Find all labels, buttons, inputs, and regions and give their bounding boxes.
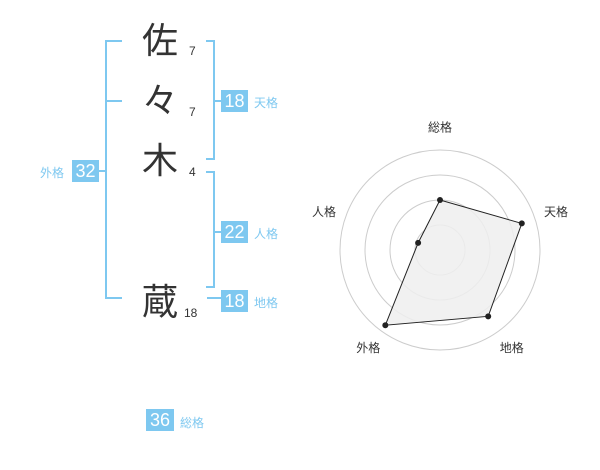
radar-grid-ring xyxy=(339,149,541,351)
radar-point-4 xyxy=(382,322,389,329)
radar-grid-ring xyxy=(364,174,516,326)
gaikaku-value: 32 xyxy=(72,160,99,182)
name-char-3: 木 xyxy=(142,141,179,182)
radar-axis-label: 地格 xyxy=(500,340,524,355)
tenkaku-bracket-bottom xyxy=(206,158,215,160)
jinkaku-connector xyxy=(213,231,222,233)
stroke-count-1: 7 xyxy=(189,44,196,58)
radar-axis-label: 総格 xyxy=(428,120,452,135)
gaikaku-connector xyxy=(97,170,107,172)
name-char-2: 々 xyxy=(142,81,179,122)
tenkaku-connector xyxy=(213,100,222,102)
stroke-count-4: 18 xyxy=(184,306,198,320)
gaikaku-bracket-top xyxy=(105,40,122,42)
jinkaku-bracket-bottom xyxy=(206,286,215,288)
name-char-1: 佐 xyxy=(142,21,179,62)
radar-point-2 xyxy=(518,220,525,227)
tenkaku-label: 天格 xyxy=(254,96,279,110)
jinkaku-label: 人格 xyxy=(254,227,279,241)
radar-point-3 xyxy=(485,313,492,320)
jinkaku-bracket-top xyxy=(206,171,215,173)
tenkaku-value: 18 xyxy=(221,90,248,112)
chikaku-connector xyxy=(207,297,222,299)
stroke-count-2: 7 xyxy=(189,105,196,119)
soukaku-value: 36 xyxy=(146,409,174,431)
radar-point-1 xyxy=(437,197,443,203)
gaikaku-label: 外格 xyxy=(40,166,65,180)
tenkaku-bracket-vertical xyxy=(213,40,215,159)
gaikaku-bracket-bottom xyxy=(105,297,122,299)
chikaku-value: 18 xyxy=(221,290,248,312)
stroke-count-3: 4 xyxy=(189,165,196,179)
radar-axis-label: 外格 xyxy=(356,340,380,355)
jinkaku-value: 22 xyxy=(221,221,248,243)
tenkaku-bracket-top xyxy=(206,40,215,42)
radar-data-polygon xyxy=(384,199,523,326)
soukaku-label: 総格 xyxy=(180,416,205,430)
radar-point-5 xyxy=(415,239,422,246)
name-char-4: 蔵 xyxy=(142,282,179,323)
gaikaku-bracket-mid xyxy=(105,100,122,102)
radar-axis-label: 人格 xyxy=(312,204,336,219)
chikaku-label: 地格 xyxy=(254,296,279,310)
gaikaku-bracket-vertical xyxy=(105,40,107,298)
jinkaku-bracket-vertical xyxy=(213,171,215,287)
radar-axis-label: 天格 xyxy=(544,204,568,219)
